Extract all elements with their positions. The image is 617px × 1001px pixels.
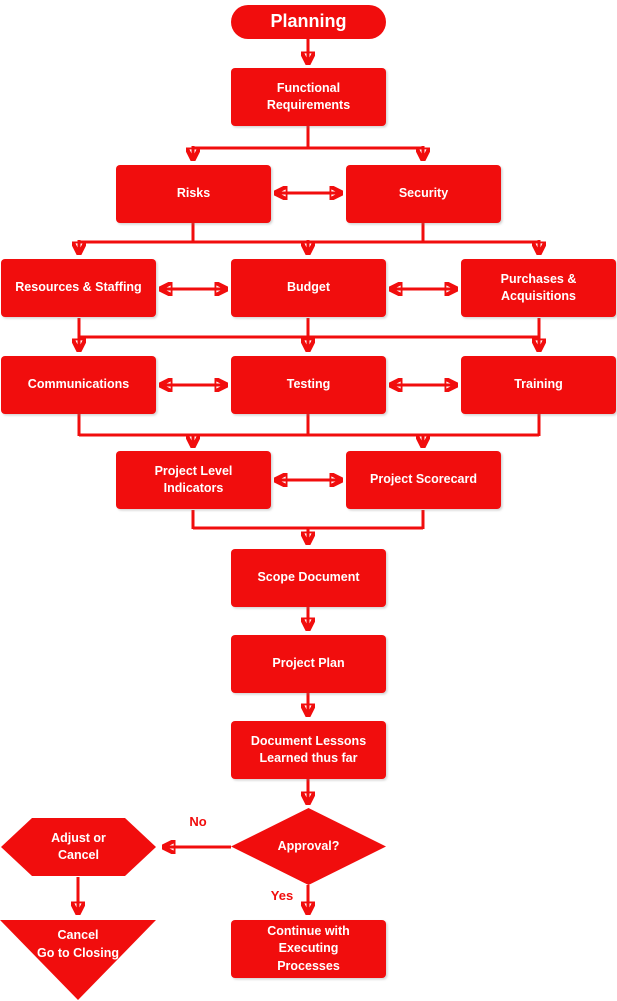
node-adjust-cancel: Adjust or Cancel — [1, 818, 156, 876]
node-scope-document: Scope Document — [231, 549, 386, 607]
node-project-level-indicators: Project Level Indicators — [116, 451, 271, 509]
purchases-acquisitions-label: Purchases & Acquisitions — [500, 271, 577, 304]
node-communications: Communications — [1, 356, 156, 414]
node-cancel-go-closing: Cancel Go to Closing — [0, 920, 156, 1000]
node-project-scorecard: Project Scorecard — [346, 451, 501, 509]
node-approval-decision: Approval? — [231, 808, 386, 885]
scope-document-label: Scope Document — [257, 570, 360, 585]
project-level-indicators-shape — [116, 451, 271, 509]
resources-staffing-label: Resources & Staffing — [15, 280, 142, 295]
cancel-go-closing-label: Cancel Go to Closing — [37, 928, 119, 960]
edge-label-yes: Yes — [270, 888, 294, 903]
communications-label: Communications — [27, 377, 130, 392]
node-testing: Testing — [231, 356, 386, 414]
adjust-cancel-label: Adjust or Cancel — [51, 830, 106, 863]
node-document-lessons: Document Lessons Learned thus far — [231, 721, 386, 779]
functional-requirements-shape — [231, 68, 386, 126]
testing-label: Testing — [286, 377, 331, 392]
training-label: Training — [514, 377, 563, 392]
node-risks: Risks — [116, 165, 271, 223]
node-functional-requirements: Functional Requirements — [231, 68, 386, 126]
node-purchases-acquisitions: Purchases & Acquisitions — [461, 259, 616, 317]
purchases-acquisitions-shape — [461, 259, 616, 317]
project-scorecard-label: Project Scorecard — [370, 472, 477, 487]
budget-label: Budget — [286, 280, 331, 295]
resources-staffing-shape — [1, 259, 156, 317]
scope-document-shape — [231, 549, 386, 607]
continue-executing-shape — [231, 920, 386, 978]
document-lessons-label: Document Lessons Learned thus far — [250, 733, 367, 766]
security-label: Security — [398, 186, 449, 201]
communications-shape — [1, 356, 156, 414]
planning-label: Planning — [270, 11, 347, 32]
functional-requirements-label: Functional Requirements — [266, 80, 351, 113]
approval-label: Approval? — [277, 838, 340, 853]
risks-shape — [116, 165, 271, 223]
project-level-indicators-label: Project Level Indicators — [154, 463, 233, 496]
node-project-plan: Project Plan — [231, 635, 386, 693]
project-scorecard-shape — [346, 451, 501, 509]
document-lessons-shape — [231, 721, 386, 779]
node-budget: Budget — [231, 259, 386, 317]
node-planning: Planning — [231, 5, 386, 39]
security-shape — [346, 165, 501, 223]
risks-label: Risks — [176, 186, 211, 201]
continue-executing-label: Continue with Executing Processes — [267, 923, 350, 973]
node-security: Security — [346, 165, 501, 223]
node-continue-executing: Continue with Executing Processes — [231, 920, 386, 978]
budget-shape — [231, 259, 386, 317]
testing-shape — [231, 356, 386, 414]
adjust-cancel-shape — [1, 818, 156, 876]
node-training: Training — [461, 356, 616, 414]
edge-label-no: No — [189, 814, 207, 829]
node-resources-staffing: Resources & Staffing — [1, 259, 156, 317]
project-plan-shape — [231, 635, 386, 693]
planning-shape — [231, 5, 386, 39]
project-plan-label: Project Plan — [272, 656, 345, 671]
training-shape — [461, 356, 616, 414]
